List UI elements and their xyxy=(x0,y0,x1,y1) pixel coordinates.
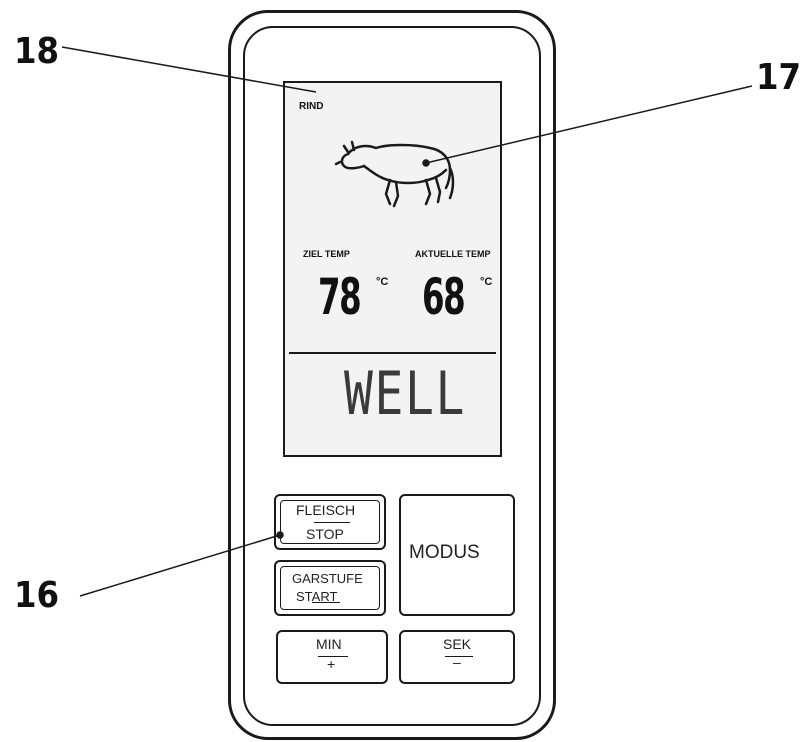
minus-button-label: – xyxy=(453,654,461,670)
second-minus-button[interactable]: SEK – xyxy=(399,630,515,684)
current-temp-value: 68 xyxy=(422,268,466,326)
cow-icon xyxy=(334,140,455,208)
mode-button-label: MODUS xyxy=(409,542,480,563)
callout-line-17 xyxy=(425,85,753,164)
doneness-start-button-inner xyxy=(280,566,380,610)
min-button-label: MIN xyxy=(316,636,342,652)
sec-button-divider xyxy=(445,656,473,657)
minute-plus-button[interactable]: MIN + xyxy=(276,630,388,684)
callout-line-16 xyxy=(79,534,281,597)
target-temp-unit: °C xyxy=(376,276,389,288)
target-temp-label: ZIEL TEMP xyxy=(303,249,350,259)
start-button-label: START xyxy=(296,589,338,604)
callout-dot-16 xyxy=(276,531,284,539)
sec-button-label: SEK xyxy=(443,636,472,652)
device-outer-outline xyxy=(228,10,556,740)
mode-button[interactable]: MODUS xyxy=(399,494,515,616)
callout-number-18: 18 xyxy=(14,31,60,72)
lcd-divider xyxy=(289,352,496,354)
callout-dot-17 xyxy=(422,159,430,167)
meat-button-label: FLEISCH xyxy=(296,502,356,518)
plus-button-label: + xyxy=(327,656,336,672)
callout-number-17: 17 xyxy=(756,57,802,98)
lcd-display xyxy=(283,81,502,457)
target-temp-value: 78 xyxy=(318,268,362,326)
doneness-button-label: GARSTUFE xyxy=(292,571,363,586)
start-button-underline xyxy=(312,602,340,603)
doneness-start-button[interactable]: GARSTUFE START xyxy=(274,560,386,616)
callout-line-18 xyxy=(61,46,317,93)
current-temp-unit: °C xyxy=(480,276,493,288)
device-inner-outline xyxy=(243,26,541,726)
callout-number-16: 16 xyxy=(14,575,60,616)
current-temp-label: AKTUELLE TEMP xyxy=(415,249,491,259)
meat-button-divider xyxy=(314,522,350,523)
doneness-readout: WELL xyxy=(344,359,466,429)
min-button-divider xyxy=(318,656,348,657)
meat-type-label: RIND xyxy=(299,101,324,112)
stop-button-label: STOP xyxy=(306,526,344,542)
meat-stop-button[interactable]: FLEISCH STOP xyxy=(274,494,386,550)
meat-stop-button-inner xyxy=(280,500,380,544)
